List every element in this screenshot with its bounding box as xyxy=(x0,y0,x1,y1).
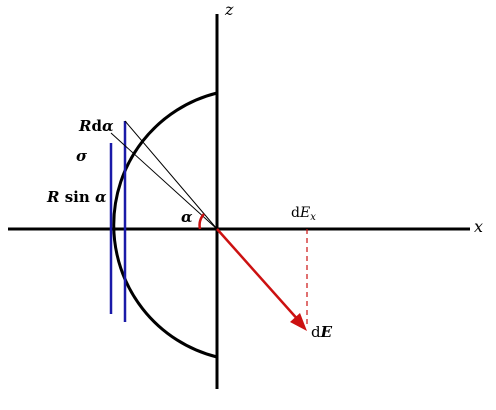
r-sin-alpha-r: R xyxy=(46,188,59,206)
r-d-alpha-d: d xyxy=(91,117,102,135)
d-e-d: d xyxy=(311,323,321,341)
alpha-label: α xyxy=(181,208,193,226)
alpha-angle-arc xyxy=(198,213,205,230)
field-vector-de xyxy=(216,228,301,323)
d-e-e: E xyxy=(320,323,333,341)
d-e-label: dE xyxy=(311,323,333,341)
d-ex-d: d xyxy=(291,205,300,221)
z-axis-label: z xyxy=(224,0,234,19)
r-sin-alpha-label: R sin α xyxy=(46,188,107,206)
radius-line-inner xyxy=(124,120,218,230)
r-sin-alpha-sin: sin xyxy=(59,188,95,206)
r-d-alpha-r: R xyxy=(78,117,91,135)
hemisphere-arc xyxy=(112,91,218,359)
radius-line-outer xyxy=(110,132,218,230)
field-vector-arrowhead xyxy=(290,313,307,331)
r-d-alpha-label: Rdα xyxy=(78,117,114,135)
r-sin-alpha-alpha: α xyxy=(95,188,107,206)
x-axis-label: x xyxy=(474,217,483,236)
d-ex-sub: x xyxy=(310,212,316,223)
sigma-label: σ xyxy=(76,147,88,165)
d-ex-label: dEx xyxy=(291,205,316,223)
d-ex-e: E xyxy=(299,205,310,221)
r-d-alpha-alpha: α xyxy=(102,117,114,135)
